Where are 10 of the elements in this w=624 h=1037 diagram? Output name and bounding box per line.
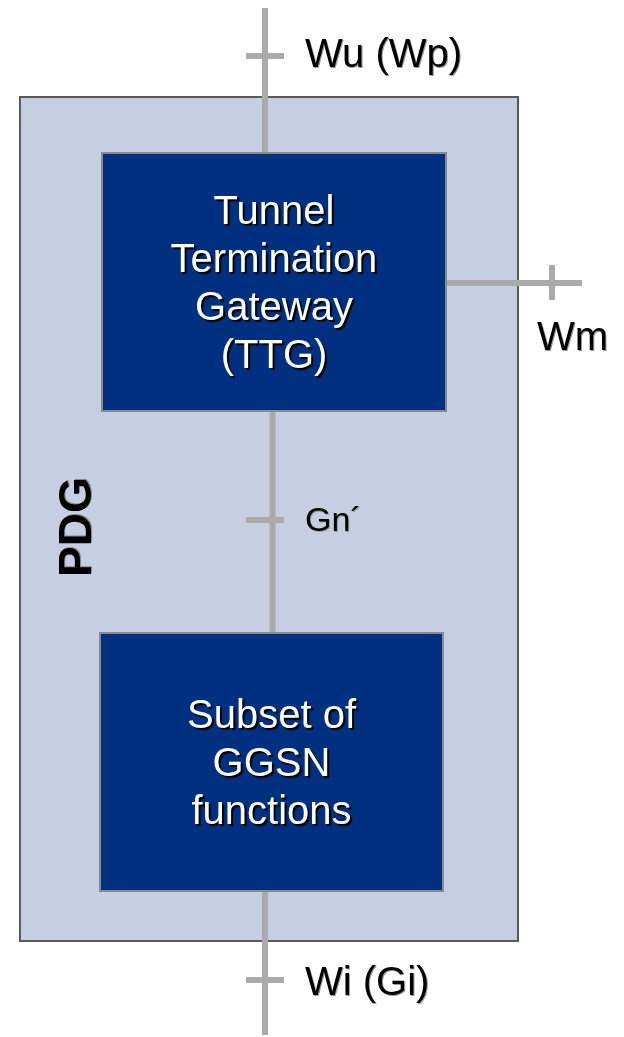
interface-label: Gn´ — [305, 500, 362, 540]
interface-label: Wu (Wp) — [305, 30, 463, 76]
function-box — [99, 632, 444, 892]
interface-label: Wi (Gi) — [305, 958, 430, 1004]
interface-line — [243, 5, 287, 155]
container-title: PDG — [52, 477, 98, 577]
function-box — [101, 152, 447, 412]
interface-label: Wm — [537, 313, 609, 359]
box-label: Subset of GGSN functions — [186, 691, 358, 834]
box-label: Tunnel Termination Gateway (TTG) — [169, 187, 379, 378]
